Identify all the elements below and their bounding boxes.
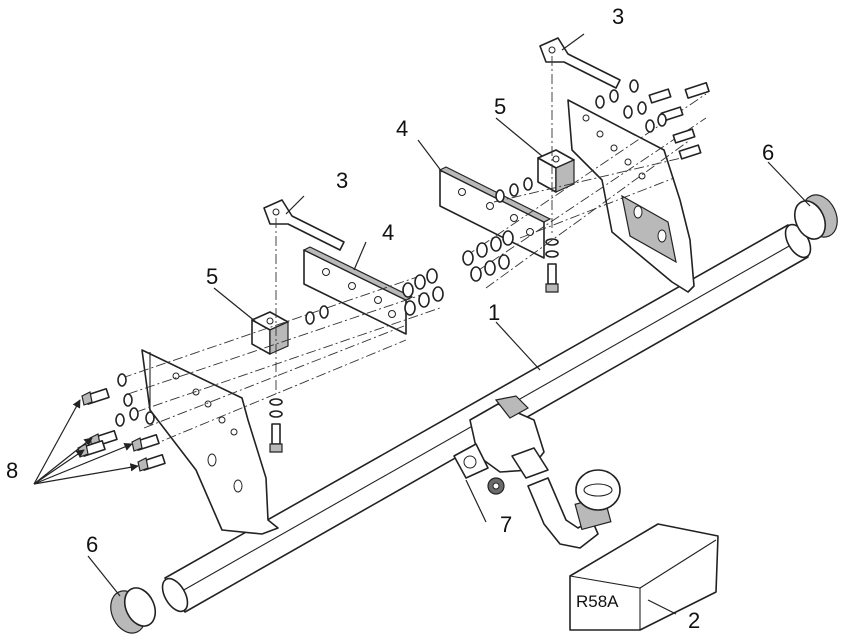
left-vertical-bolt bbox=[269, 218, 283, 453]
callout-1: 1 bbox=[488, 300, 500, 325]
callout-5-left: 5 bbox=[206, 264, 218, 289]
callout-7: 7 bbox=[500, 512, 512, 537]
leader-lines bbox=[33, 33, 811, 615]
right-bolt-set bbox=[595, 79, 710, 160]
hitch-mount bbox=[453, 395, 549, 495]
callout-3-right: 3 bbox=[612, 4, 624, 29]
callout-2: 2 bbox=[688, 608, 700, 633]
callout-8: 8 bbox=[6, 458, 18, 483]
left-clamp-plate bbox=[302, 246, 414, 335]
kit-box: R58A bbox=[569, 523, 719, 631]
right-side-bracket bbox=[567, 99, 695, 293]
left-bolt-set bbox=[77, 373, 166, 472]
callout-4-left: 4 bbox=[382, 220, 394, 245]
callout-5-right: 5 bbox=[494, 94, 506, 119]
right-strap bbox=[539, 37, 621, 89]
left-side-bracket bbox=[141, 349, 279, 535]
left-strap bbox=[263, 199, 345, 251]
kit-box-label: R58A bbox=[576, 592, 619, 611]
right-vertical-bolt bbox=[545, 56, 559, 293]
tow-ball-neck bbox=[527, 469, 621, 549]
right-clamp-plate bbox=[438, 166, 552, 259]
callout-4-right: 4 bbox=[396, 116, 408, 141]
end-cap-left bbox=[110, 587, 157, 634]
assembly-axes bbox=[121, 93, 707, 447]
left-angle-bracket bbox=[251, 311, 289, 355]
right-nut-set bbox=[462, 177, 533, 282]
callout-3-left: 3 bbox=[336, 168, 348, 193]
right-angle-bracket bbox=[537, 149, 575, 193]
callout-6-left: 6 bbox=[86, 532, 98, 557]
left-nut-set bbox=[305, 268, 444, 325]
callout-6-right: 6 bbox=[762, 140, 774, 165]
callouts: 1 2 3 3 4 4 5 5 6 6 7 8 bbox=[6, 4, 774, 633]
end-cap-right bbox=[793, 194, 838, 240]
